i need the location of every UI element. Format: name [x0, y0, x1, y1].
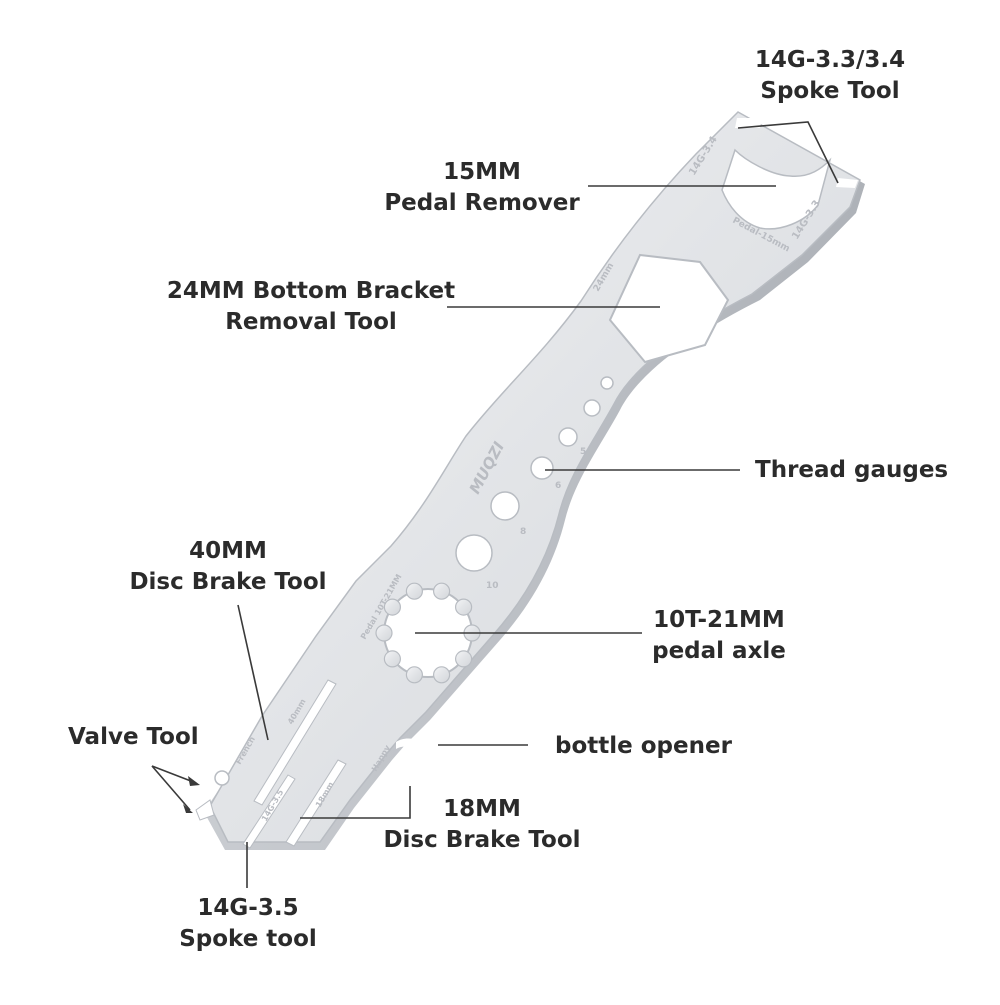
arrowhead-valve-b	[183, 804, 193, 813]
callout-bottle-opener: bottle opener	[555, 733, 732, 759]
engr-hole-10: 10	[486, 581, 499, 591]
hole-8	[490, 491, 520, 521]
thread-gauge-holes	[455, 376, 614, 572]
spoke-slot-right	[836, 178, 858, 188]
callout-pedal-remover: 15MM Pedal Remover	[384, 159, 580, 216]
callout-spoke-tool-bottom: 14G-3.5 Spoke tool	[179, 895, 317, 952]
engr-hole-4: 4	[604, 417, 610, 427]
spline-tooth	[383, 650, 401, 668]
valve-slot	[195, 799, 215, 821]
spline-tooth	[405, 582, 423, 600]
leader-valve-a	[151, 765, 197, 784]
callout-valve-tool: Valve Tool	[68, 724, 199, 750]
leader-valve-b	[151, 765, 191, 811]
callout-spoke-tool-top: 14G-3.3/3.4 Spoke Tool	[754, 47, 906, 104]
spline-tooth	[433, 666, 451, 684]
hole-4	[583, 399, 601, 417]
leader-lines	[151, 121, 839, 888]
slot-40mm	[253, 679, 337, 806]
engr-hole-3: 3	[620, 391, 626, 401]
hole-10	[455, 534, 493, 572]
callout-disc-brake-18: 18MM Disc Brake Tool	[383, 796, 581, 853]
arrowhead-valve-a	[188, 776, 200, 786]
leader-disc-18	[300, 786, 411, 819]
callout-thread-gauges: Thread gauges	[755, 457, 949, 483]
spline-tooth	[383, 598, 401, 616]
slot-18mm	[285, 759, 347, 847]
valve-hole	[214, 770, 230, 786]
engr-hole-8: 8	[520, 527, 526, 537]
hole-6	[530, 456, 554, 480]
slot-spoke-35	[242, 774, 296, 849]
hole-5	[558, 427, 578, 447]
callout-disc-brake-40: 40MM Disc Brake Tool	[129, 538, 327, 595]
leader-disc-40	[237, 604, 269, 741]
spoke-slot-top	[735, 118, 762, 128]
spline-tooth	[433, 582, 451, 600]
leader-spoke-top	[737, 121, 839, 184]
engr-hole-6: 6	[555, 481, 561, 491]
spline-tooth	[455, 598, 473, 616]
callout-pedal-axle: 10T-21MM pedal axle	[652, 607, 786, 664]
hole-3	[600, 376, 614, 390]
pedal-remover-opening	[721, 148, 832, 230]
spline-tooth	[375, 624, 393, 642]
bottom-bracket-hex	[608, 253, 730, 364]
bottle-opener-notch	[396, 738, 428, 752]
spline-tooth	[405, 666, 423, 684]
callout-bottom-bracket: 24MM Bottom Bracket Removal Tool	[166, 278, 456, 335]
spline-tooth	[455, 650, 473, 668]
engr-hole-5: 5	[580, 447, 586, 457]
